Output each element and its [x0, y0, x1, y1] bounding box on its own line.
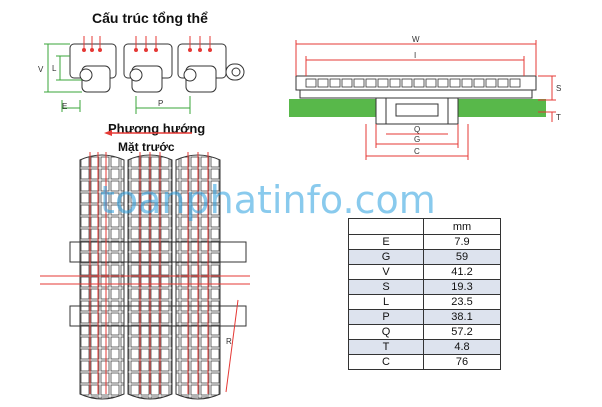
value-cell: 4.8	[423, 339, 501, 355]
front-dimensions	[40, 152, 250, 394]
header-unit: mm	[423, 218, 501, 235]
label-Q: Q	[414, 125, 420, 134]
section-slats	[305, 78, 521, 88]
label-P: P	[158, 99, 163, 108]
param-cell: C	[348, 354, 424, 370]
value-cell: 59	[423, 249, 501, 265]
label-I: I	[414, 51, 416, 60]
value-cell: 7.9	[423, 234, 501, 250]
value-cell: 38.1	[423, 309, 501, 325]
param-cell: L	[348, 294, 424, 310]
param-cell: P	[348, 309, 424, 325]
label-R: R	[226, 337, 232, 346]
label-C: C	[414, 147, 420, 156]
side-pin-markers	[82, 36, 212, 52]
label-W: W	[412, 35, 420, 44]
label-V: V	[38, 65, 44, 74]
param-cell: Q	[348, 324, 424, 340]
label-S: S	[556, 84, 561, 93]
param-cell: E	[348, 234, 424, 250]
front-view-title: Mặt trước	[118, 140, 175, 154]
overall-structure-title: Cấu trúc tổng thể	[92, 10, 208, 26]
label-G: G	[414, 135, 420, 144]
watermark-text: toanphatinfo.com	[100, 178, 436, 222]
value-cell: 41.2	[423, 264, 501, 280]
param-cell: T	[348, 339, 424, 355]
header-param	[348, 218, 424, 235]
param-cell: S	[348, 279, 424, 295]
direction-arrow	[104, 130, 192, 136]
param-cell: G	[348, 249, 424, 265]
label-T: T	[556, 113, 561, 122]
section-dimensions	[295, 40, 556, 160]
support-rail-left	[289, 99, 377, 117]
spec-table-header: mm	[348, 218, 501, 235]
side-chain-links	[69, 43, 245, 93]
label-L: L	[52, 64, 57, 73]
label-E: E	[62, 102, 67, 111]
value-cell: 19.3	[423, 279, 501, 295]
param-cell: V	[348, 264, 424, 280]
support-rail-right	[458, 99, 546, 117]
value-cell: 57.2	[423, 324, 501, 340]
value-cell: 23.5	[423, 294, 501, 310]
side-dimensions	[44, 43, 191, 114]
value-cell: 76	[423, 354, 501, 370]
